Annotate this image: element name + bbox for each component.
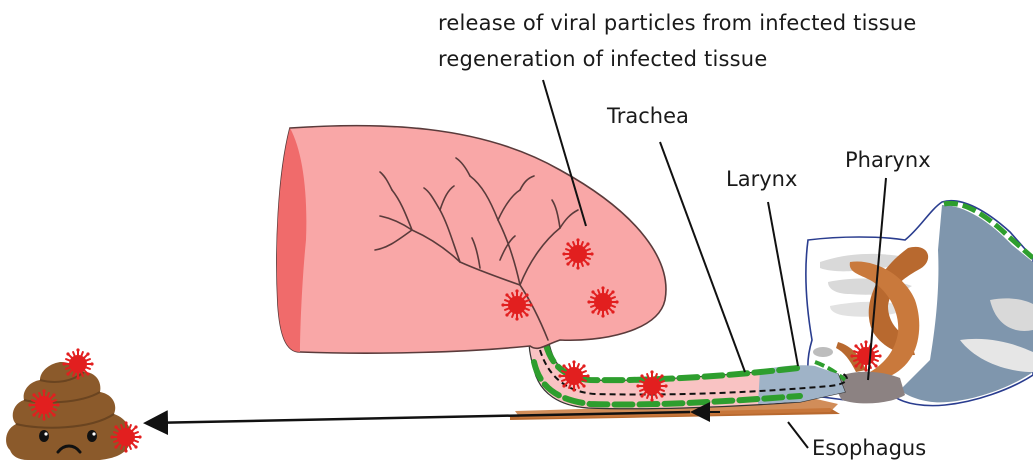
leader-larynx xyxy=(768,202,798,366)
label-esophagus: Esophagus xyxy=(812,436,926,461)
lung-icon xyxy=(277,126,666,354)
virus-icon xyxy=(850,340,881,371)
annotation-line-2: regeneration of infected tissue xyxy=(438,47,767,72)
virus-icon xyxy=(558,360,589,391)
virus-icon xyxy=(636,370,667,401)
head-cross-section-icon xyxy=(806,201,1033,406)
leader-esophagus xyxy=(788,422,808,448)
feces-emoji-icon xyxy=(6,362,131,460)
label-trachea: Trachea xyxy=(607,104,689,129)
annotation-line-1: release of viral particles from infected… xyxy=(438,11,917,36)
virus-icon xyxy=(28,389,59,420)
label-pharynx: Pharynx xyxy=(845,148,931,173)
virus-icon xyxy=(587,286,618,317)
virus-icon xyxy=(62,348,93,379)
label-larynx: Larynx xyxy=(726,167,797,192)
virus-icon xyxy=(110,421,141,452)
virus-icon xyxy=(501,289,532,320)
virus-icon xyxy=(562,238,593,269)
